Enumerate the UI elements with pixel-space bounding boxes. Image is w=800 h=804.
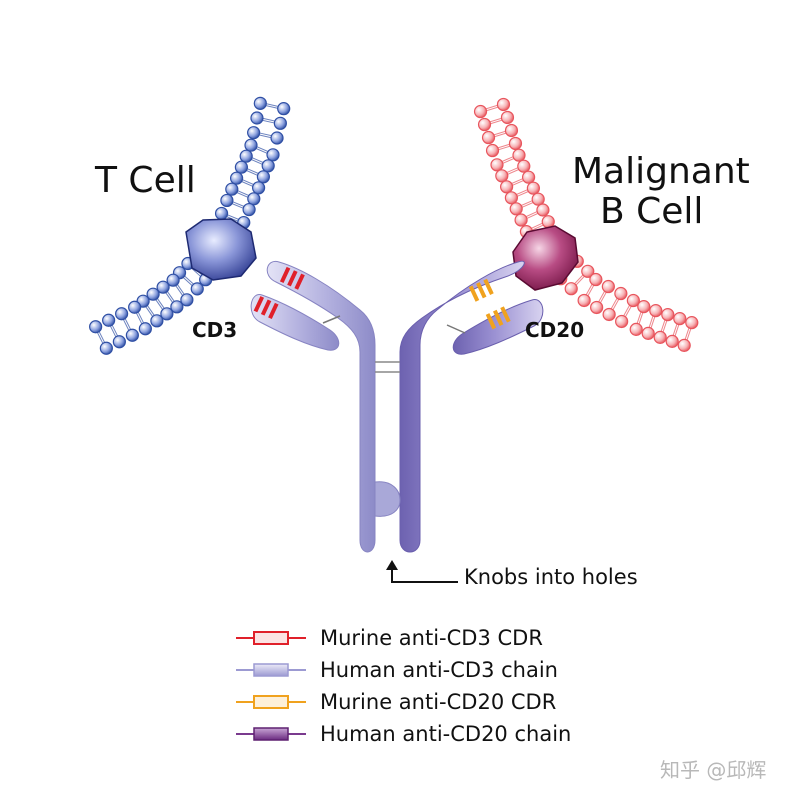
knob-into-hole [374,481,401,517]
legend: Murine anti-CD3 CDR Human anti-CD3 chain… [236,622,571,750]
legend-item-murine-cd20-cdr: Murine anti-CD20 CDR [236,686,571,718]
malignant-label-line2: B Cell [600,191,704,232]
malignant-label-line1: Malignant [572,151,750,192]
anti-cd3-arm [250,260,376,553]
knobs-into-holes-label: Knobs into holes [464,565,638,589]
legend-label: Murine anti-CD3 CDR [320,626,543,650]
cd3-cdr-bands [253,266,305,320]
cdr-swatch-icon [236,631,306,645]
cd20-label: CD20 [525,318,585,342]
cdr-swatch-icon [236,695,306,709]
legend-label: Murine anti-CD20 CDR [320,690,557,714]
legend-item-murine-cd3-cdr: Murine anti-CD3 CDR [236,622,571,654]
anti-cd20-arm [399,260,544,553]
legend-item-human-cd3-chain: Human anti-CD3 chain [236,654,571,686]
legend-item-human-cd20-chain: Human anti-CD20 chain [236,718,571,750]
legend-label: Human anti-CD3 chain [320,658,558,682]
hinge-disulfide-bonds [375,361,400,373]
knobs-arrow [386,560,458,583]
cd3-receptor [185,218,257,281]
legend-label: Human anti-CD20 chain [320,722,572,746]
cd20-receptor [512,225,579,291]
cd20-cdr-bands [468,278,511,330]
cd3-label: CD3 [192,318,238,342]
malignant-b-cell-label: Malignant B Cell [572,152,750,232]
t-cell-label: T Cell [95,160,196,201]
chain-swatch-icon [236,663,306,677]
watermark: 知乎 @邱辉 [660,758,767,782]
chain-swatch-icon [236,727,306,741]
